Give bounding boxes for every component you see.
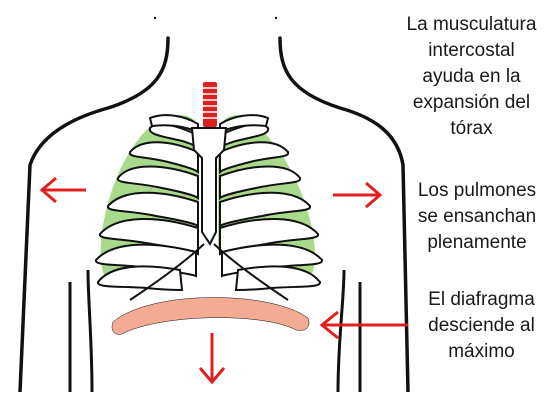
caption-pulmones: Los pulmones se ensanchan plenamente	[404, 178, 550, 256]
ribs-left	[96, 124, 198, 290]
caption-line: desciende al	[412, 313, 551, 339]
arrow-right-icon	[333, 183, 380, 207]
caption-line: ayuda en la	[394, 64, 549, 90]
caption-intercostal: La musculatura intercostal ayuda en la e…	[394, 12, 549, 142]
mark-dot	[275, 17, 277, 19]
caption-line: plenamente	[404, 230, 550, 256]
arrow-down-icon	[200, 333, 224, 382]
caption-line: intercostal	[394, 38, 549, 64]
mark-dot	[154, 17, 156, 19]
caption-diafragma: El diafragma desciende al máximo	[412, 287, 551, 365]
caption-line: expansión del	[394, 90, 549, 116]
ribs-right	[220, 124, 322, 290]
arm-left-inner	[88, 270, 92, 392]
caption-line: Los pulmones	[404, 178, 550, 204]
caption-line: se ensanchan	[404, 204, 550, 230]
caption-line: tórax	[394, 116, 549, 142]
caption-line: El diafragma	[412, 287, 551, 313]
caption-line: La musculatura	[394, 12, 549, 38]
diaphragm	[112, 297, 309, 334]
arrow-left-icon	[42, 178, 86, 202]
caption-line: máximo	[412, 339, 551, 365]
arm-right-inner	[338, 270, 344, 392]
arrow-pointer-icon	[322, 312, 408, 338]
